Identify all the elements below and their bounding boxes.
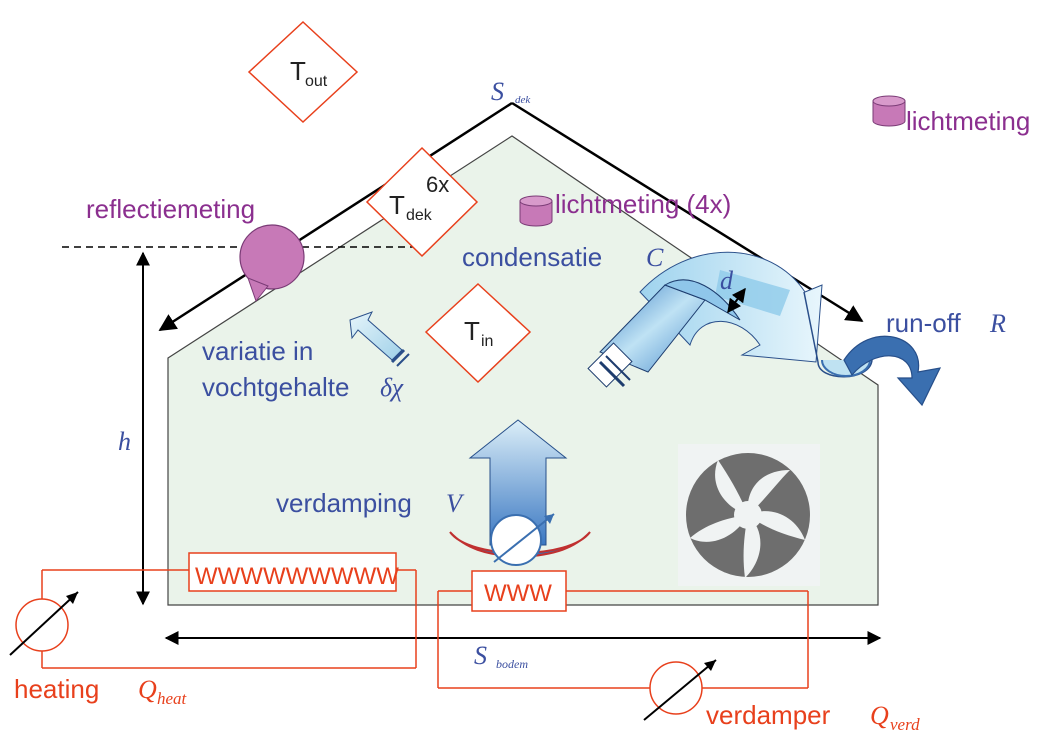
inside-light-meter-icon [519,195,553,227]
evaporator-circuit [437,570,809,721]
runoff-label: run-off [886,308,961,338]
lichtmeting-outside-label: lichtmeting [906,106,1030,136]
variatie-label-line2: vochtgehalte [202,372,349,402]
t-in-sub: in [481,333,493,350]
s-dek-label: S [491,77,504,106]
roof-arrow-left [158,101,513,332]
outside-light-meter-icon [872,95,906,127]
s-bodem-label: S [474,641,487,670]
t-dek-sub: dek [406,207,433,224]
heating-sub: heat [157,689,188,708]
verdamper-sub: verd [890,715,920,734]
humidity-variation-arrow [349,311,410,367]
variatie-symbol: δχ [380,373,404,402]
evap-coil-label: WWW [484,580,552,607]
t-dek-label: T [389,190,405,220]
condensatie-symbol: C [646,243,664,272]
condensation-film [715,270,790,316]
runoff-symbol: R [989,309,1006,338]
lichtmeting-inside-label: lichtmeting (4x) [555,189,731,219]
roof-arrow-right [511,101,864,323]
reflection-meter-icon [239,224,305,303]
s-dek-sub: dek [515,94,531,106]
d-arrow [727,287,746,314]
condensatie-label: condensatie [462,242,602,272]
heating-label: heating [14,674,99,704]
evaporation-meter-icon [490,513,555,566]
t-out-sensor: T out [247,20,359,124]
h-label: h [118,427,131,456]
reflectiemeting-label: reflectiemeting [86,194,255,224]
runoff-arrow [843,335,942,407]
heater-coil-label: WWWWWWWWW [195,563,399,590]
verdamping-label: verdamping [276,488,412,518]
t-out-sub: out [305,73,328,90]
d-label: d [720,266,734,295]
heating-symbol: Q [138,675,157,704]
verdamper-symbol: Q [870,701,889,730]
t-out-label: T [290,56,306,86]
verdamping-symbol: V [446,489,465,518]
t-dek-count: 6x [426,172,449,197]
t-dek-sensor: T dek 6x [365,146,479,258]
evaporation-arrow [468,419,568,546]
verdamper-label: verdamper [706,700,831,730]
heating-circuit [9,552,417,669]
spray-tube-icon [587,279,741,388]
t-in-label: T [464,316,480,346]
fan-icon [678,444,820,586]
s-bodem-sub: bodem [496,657,528,671]
t-in-sensor: T in [424,282,532,384]
variatie-label-line1: variatie in [202,336,313,366]
